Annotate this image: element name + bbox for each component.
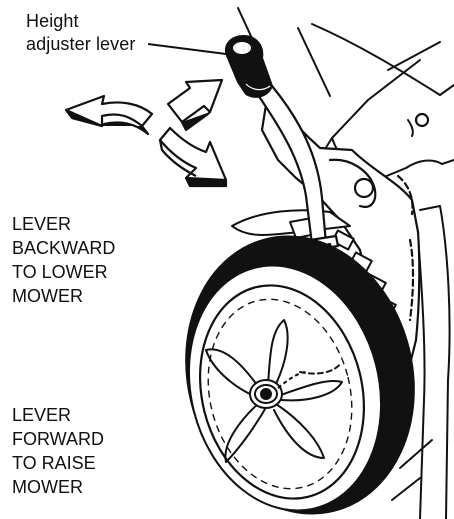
forward-arrow-icon xyxy=(158,126,228,188)
callout-label-line1: Height xyxy=(26,11,79,31)
wheel-spokes xyxy=(205,319,343,463)
lever-knob xyxy=(225,35,273,98)
callout-label: Height xyxy=(26,11,79,32)
backward-arrow-icon xyxy=(166,78,224,132)
forward-instruction: LEVER FORWARD TO RAISE MOWER xyxy=(12,403,104,499)
forward-instruction-line: LEVER xyxy=(12,405,72,425)
callout-label-2: adjuster lever xyxy=(26,34,135,55)
mower-wheel xyxy=(185,235,415,515)
backward-instruction-line: TO LOWER xyxy=(12,262,108,282)
forward-instruction-line: MOWER xyxy=(12,477,83,497)
forward-instruction-line: TO RAISE xyxy=(12,453,96,473)
backward-instruction-line: BACKWARD xyxy=(12,238,116,258)
wheel-hub xyxy=(249,371,307,409)
forward-instruction-line: FORWARD xyxy=(12,429,104,449)
backward-instruction-line: MOWER xyxy=(12,286,83,306)
curved-left-arrow-icon xyxy=(64,94,154,136)
backward-instruction: LEVER BACKWARD TO LOWER MOWER xyxy=(12,212,115,308)
callout-label-line2: adjuster lever xyxy=(26,34,136,54)
backward-instruction-line: LEVER xyxy=(12,214,72,234)
callout-leader-line xyxy=(147,43,227,55)
